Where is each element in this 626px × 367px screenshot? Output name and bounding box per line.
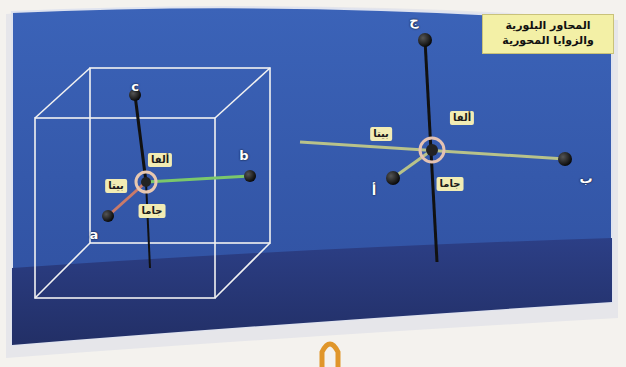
angle-label: ألفا bbox=[450, 111, 474, 125]
panel-frame bbox=[6, 6, 618, 358]
angle-label: ألفا bbox=[148, 153, 172, 167]
unit-cell bbox=[35, 68, 270, 298]
axis-label: b bbox=[239, 149, 248, 162]
axis-label: أ bbox=[372, 184, 376, 197]
blue-panel bbox=[12, 7, 612, 345]
ring-decoration bbox=[322, 344, 338, 367]
angle-label: بيتا bbox=[370, 127, 392, 141]
right-axes bbox=[300, 33, 572, 262]
axis-label: ج bbox=[409, 14, 418, 27]
angle-label: جاما bbox=[437, 177, 464, 191]
title-box: المحاور البلورية والزوايا المحورية bbox=[482, 14, 614, 54]
left-axes bbox=[102, 89, 256, 268]
axis-label: c bbox=[131, 80, 139, 93]
angle-label: جاما bbox=[139, 204, 166, 218]
axis-label: a bbox=[90, 228, 99, 241]
angle-label: بيتا bbox=[105, 179, 127, 193]
axis-label: ب bbox=[579, 172, 592, 185]
floor bbox=[12, 238, 612, 345]
